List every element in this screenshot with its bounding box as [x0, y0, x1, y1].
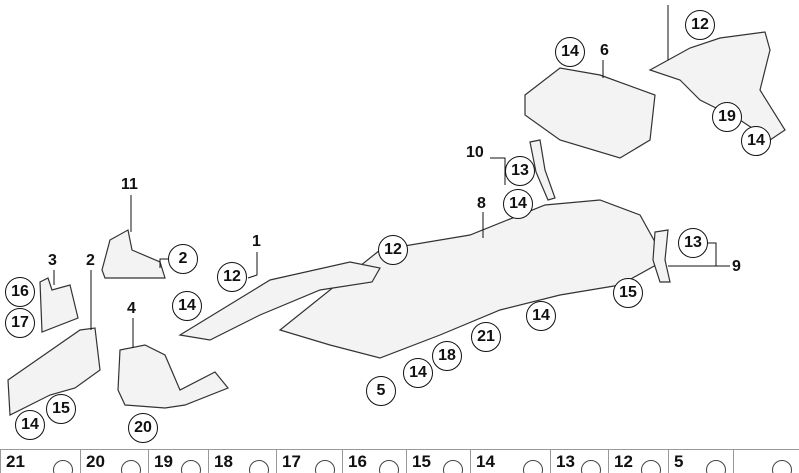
part-label: 11	[121, 176, 138, 193]
callout-part-number: 14	[403, 358, 433, 388]
part-number: 16	[348, 452, 367, 471]
callout-part-number: 12	[378, 235, 408, 265]
part-label: 4	[127, 300, 136, 317]
part-3-bracket	[39, 277, 79, 333]
parts-strip-item[interactable]: 20	[80, 450, 148, 473]
parts-strip-item[interactable]: 19	[148, 450, 208, 473]
part-thumbnail-icon	[523, 460, 543, 473]
callout-part-number: 5	[366, 376, 396, 406]
part-thumbnail-icon	[53, 460, 73, 473]
part-thumbnail-icon	[641, 460, 661, 473]
part-thumbnail-icon	[379, 460, 399, 473]
part-9-bracket	[652, 229, 671, 283]
callout-part-number: 19	[712, 102, 742, 132]
parts-strip: 21 20 19 18 17 16 15 14 13 12 5	[0, 449, 799, 473]
callout-part-number: 15	[46, 394, 76, 424]
part-6-shield	[524, 67, 656, 159]
parts-illustration	[7, 5, 786, 416]
part-1-shield	[178, 261, 381, 341]
callout-part-number: 14	[526, 301, 556, 331]
part-label: 2	[86, 252, 95, 269]
part-10-bracket	[529, 139, 556, 201]
callout-part-number: 15	[613, 278, 643, 308]
part-thumbnail-icon	[772, 460, 792, 473]
part-thumbnail-icon	[121, 460, 141, 473]
callout-part-number: 14	[503, 189, 533, 219]
callout-part-number: 14	[172, 291, 202, 321]
callout-part-number: 16	[5, 277, 35, 307]
part-number: 14	[476, 452, 495, 471]
parts-strip-item[interactable]: 5	[668, 450, 733, 473]
parts-strip-item[interactable]: 18	[208, 450, 276, 473]
part-thumbnail-icon	[581, 460, 601, 473]
parts-strip-item[interactable]: 17	[276, 450, 342, 473]
callout-part-number: 18	[432, 341, 462, 371]
callout-part-number: 20	[128, 413, 158, 443]
callout-part-number: 14	[741, 126, 771, 156]
part-number: 19	[154, 452, 173, 471]
parts-strip-item[interactable]	[733, 450, 799, 473]
callout-part-number: 21	[471, 322, 501, 352]
callout-part-number: 13	[678, 228, 708, 258]
part-number: 15	[412, 452, 431, 471]
part-7-shield	[648, 31, 786, 141]
part-label: 1	[252, 233, 261, 250]
callout-part-number: 13	[505, 156, 535, 186]
callout-part-number: 17	[5, 308, 35, 338]
part-number: 12	[614, 452, 633, 471]
parts-strip-item[interactable]: 21	[0, 450, 80, 473]
part-thumbnail-icon	[181, 460, 201, 473]
part-label: 8	[477, 195, 486, 212]
parts-strip-item[interactable]: 15	[406, 450, 470, 473]
callout-part-number: 12	[685, 10, 715, 40]
part-thumbnail-icon	[315, 460, 335, 473]
part-label: 9	[732, 258, 741, 275]
part-thumbnail-icon	[249, 460, 269, 473]
callout-part-number: 14	[555, 37, 585, 67]
part-number: 17	[282, 452, 301, 471]
part-number: 21	[6, 452, 25, 471]
part-2-shield	[7, 327, 101, 416]
part-number: 20	[86, 452, 105, 471]
part-label: 10	[466, 144, 484, 161]
callout-part-number: 14	[15, 410, 45, 440]
parts-strip-item[interactable]: 12	[608, 450, 668, 473]
part-number: 18	[214, 452, 233, 471]
part-11-bracket	[101, 229, 166, 279]
part-number: 5	[674, 452, 684, 471]
callout-part-number: 12	[217, 262, 247, 292]
part-thumbnail-icon	[443, 460, 463, 473]
part-4-shield	[117, 344, 229, 409]
part-label: 6	[600, 42, 609, 59]
part-number: 13	[556, 452, 575, 471]
parts-strip-item[interactable]: 13	[550, 450, 608, 473]
parts-strip-item[interactable]: 14	[470, 450, 550, 473]
part-thumbnail-icon	[706, 460, 726, 473]
callout-part-number: 2	[168, 244, 198, 274]
parts-strip-item[interactable]: 16	[342, 450, 406, 473]
part-label: 3	[48, 252, 57, 269]
